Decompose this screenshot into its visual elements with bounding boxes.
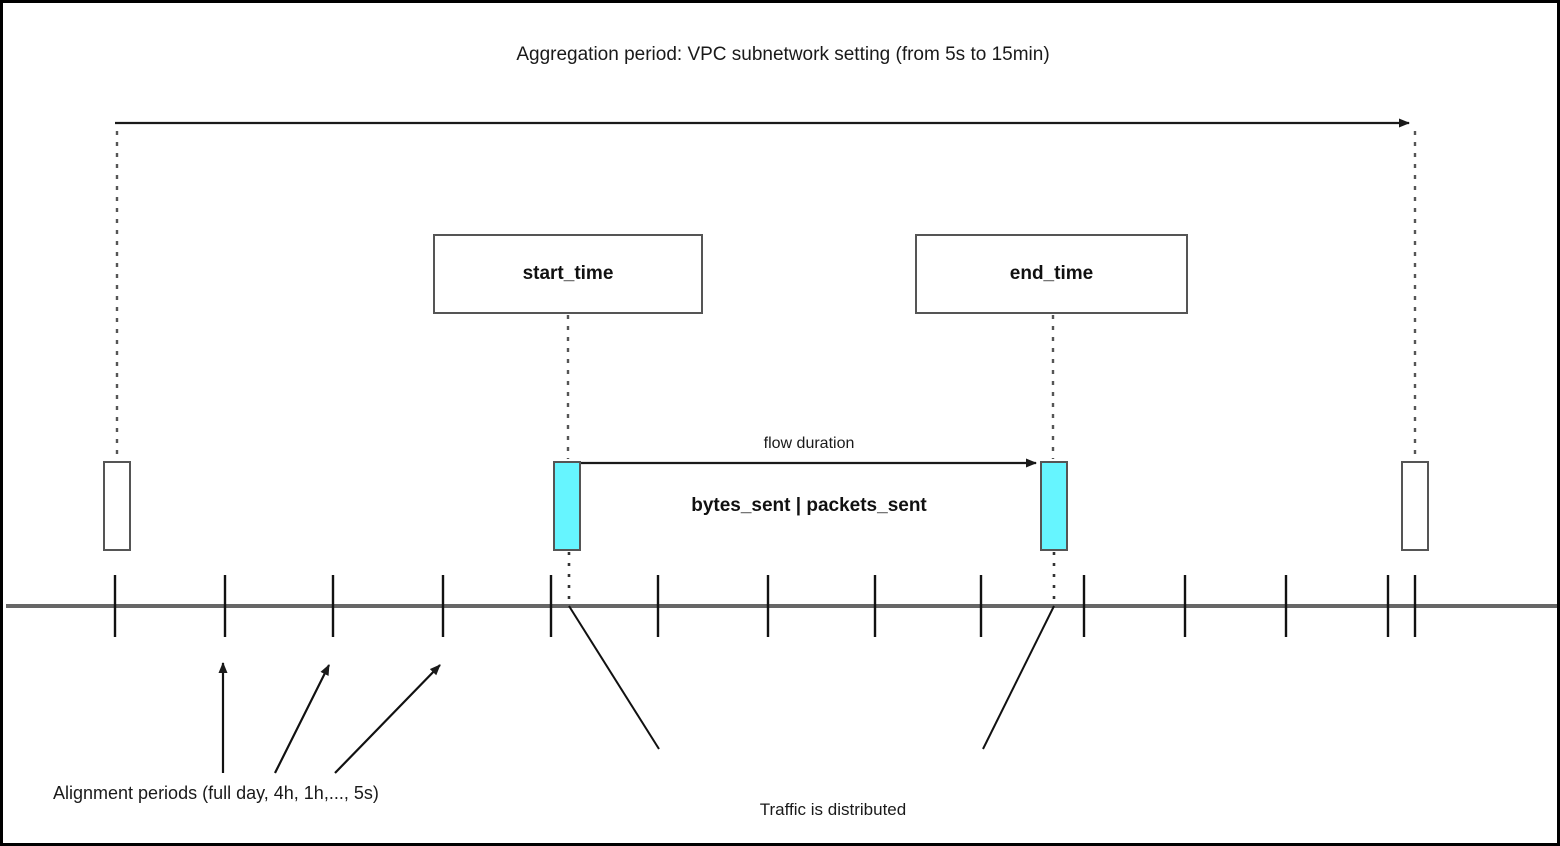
alignment-callout-arrow-3 bbox=[334, 664, 441, 774]
alignment-periods-label: Alignment periods (full day, 4h, 1h,...,… bbox=[53, 783, 379, 803]
flow-start-bar bbox=[553, 461, 581, 551]
traffic-note-leader-left bbox=[568, 605, 660, 750]
end-time-box: end_time bbox=[915, 234, 1188, 314]
metrics-label: bytes_sent | packets_sent bbox=[691, 495, 927, 516]
period-start-bar bbox=[103, 461, 131, 551]
flow-duration-label: flow duration bbox=[763, 435, 855, 452]
flow-end-bar bbox=[1040, 461, 1068, 551]
timeline-ticks bbox=[113, 575, 1417, 637]
period-end-bar bbox=[1401, 461, 1429, 551]
alignment-callout-arrow-2 bbox=[274, 664, 330, 774]
traffic-note-leader-right bbox=[982, 605, 1055, 750]
start-time-box: start_time bbox=[433, 234, 703, 314]
traffic-note-line-1: Traffic is distributed bbox=[759, 799, 907, 819]
aggregation-period-title: Aggregation period: VPC subnetwork setti… bbox=[516, 44, 1050, 65]
traffic-distribution-note: Traffic is distributed proportionally am… bbox=[683, 753, 983, 843]
diagram-vector-layer bbox=[6, 118, 1557, 774]
